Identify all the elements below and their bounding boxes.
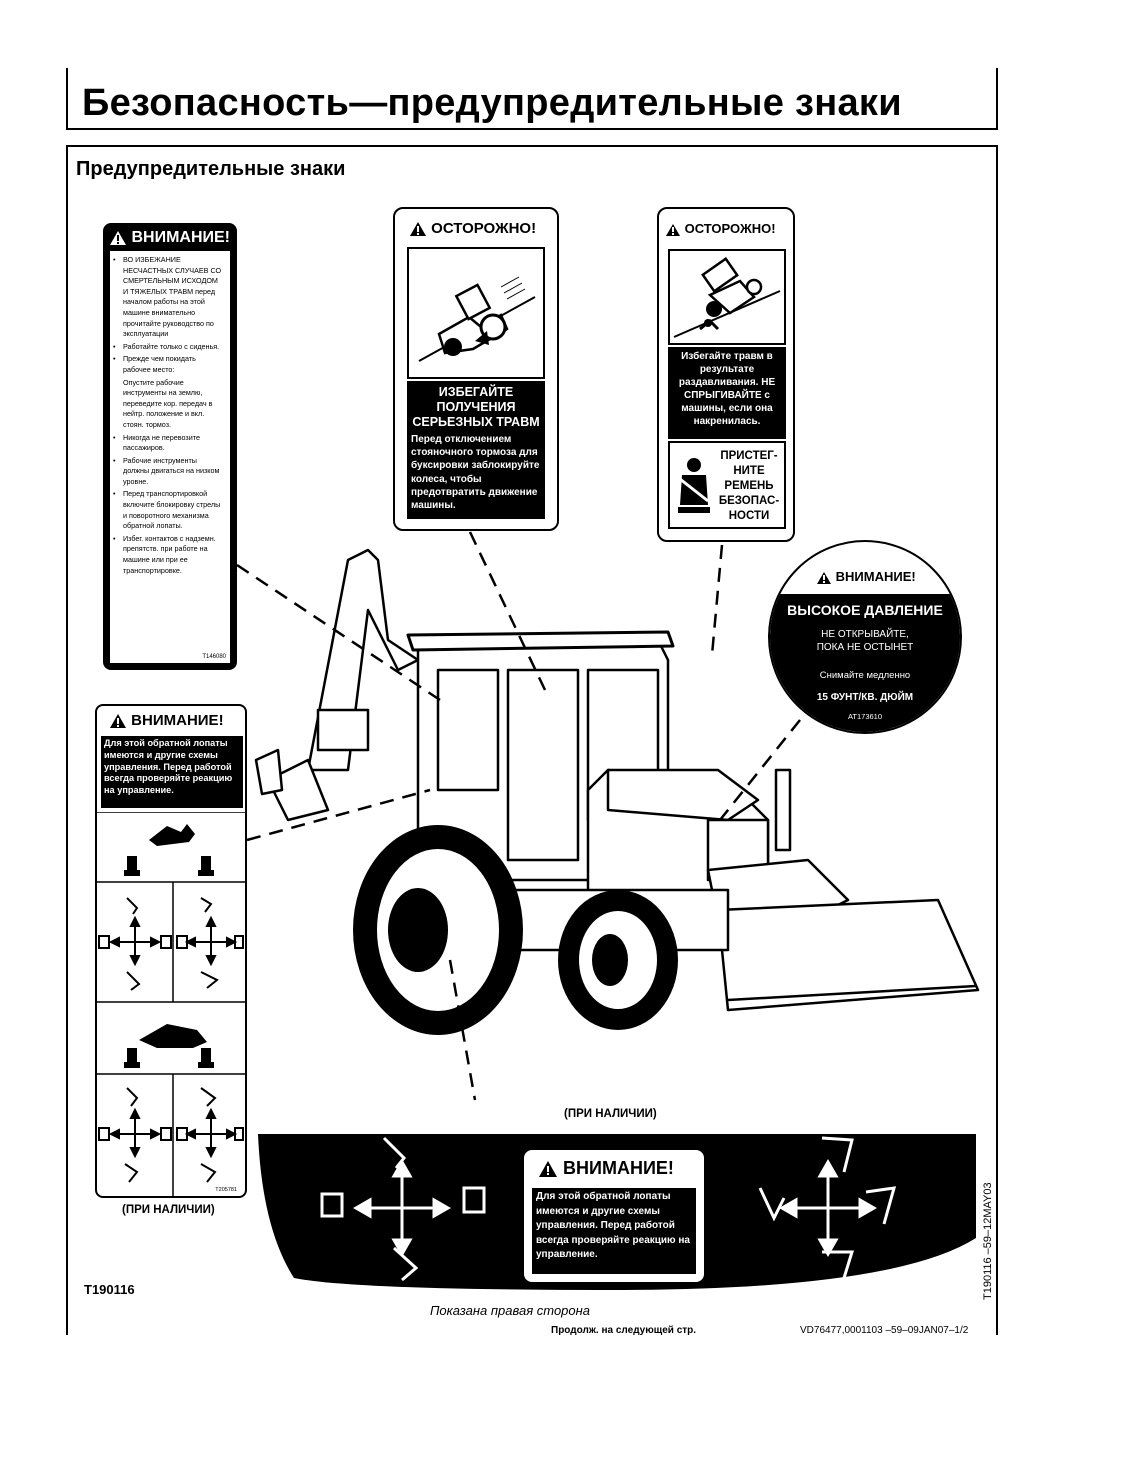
list-item: •Рабочие инструменты должны двигаться на… xyxy=(113,455,220,486)
warning-triangle-icon xyxy=(666,223,680,236)
rollover-message-panel: Избегайте травм в результате раздавливан… xyxy=(668,347,786,439)
decal-code: T146080 xyxy=(202,654,226,660)
joystick-pattern-icon xyxy=(98,897,244,991)
decal-left-tall-body: •ВО ИЗБЕЖАНИЕ НЕСЧАСТНЫХ СЛУЧАЕВ СО СМЕР… xyxy=(110,251,230,663)
controls-left-caption: (ПРИ НАЛИЧИИ) xyxy=(122,1204,215,1216)
warning-triangle-icon xyxy=(410,222,426,237)
seatbelt-text: ПРИСТЕГ-НИТЕ РЕМЕНЬ БЕЗОПАС-НОСТИ xyxy=(718,450,780,522)
decal-caution-rollover-header: ОСТОРОЖНО! xyxy=(684,221,776,236)
list-item: •Прежде чем покидать рабочее место: xyxy=(113,354,196,374)
decal-left-tall-header: ВНИМАНИЕ! xyxy=(131,229,230,246)
tow-message-panel: ИЗБЕГАЙТЕ ПОЛУЧЕНИЯ СЕРЬЕЗНЫХ ТРАВМ Пере… xyxy=(407,381,545,519)
decal-code: T205781 xyxy=(215,1187,237,1193)
rollover-pictogram-frame xyxy=(668,249,786,345)
backhoe-icon xyxy=(124,824,214,876)
footer-continued: Продолж. на следующей стр. xyxy=(551,1325,697,1336)
tractor-rollover-icon xyxy=(673,257,781,338)
figure-caption: Показана правая сторона xyxy=(430,1303,591,1318)
controls-bottom-caption: (ПРИ НАЛИЧИИ) xyxy=(564,1108,657,1120)
controls-pictogram-grid xyxy=(97,812,245,1196)
list-item: •ВО ИЗБЕЖАНИЕ НЕСЧАСТНЫХ СЛУЧАЕВ СО СМЕР… xyxy=(113,255,222,339)
warning-triangle-icon xyxy=(817,571,831,584)
figure-side-code: T190116 –59–12MAY03 xyxy=(982,1182,994,1300)
controls-left-message: Для этой обратной лопаты имеются и други… xyxy=(101,736,243,808)
decal-left-tall: ВНИМАНИЕ! •ВО ИЗБЕЖАНИЕ НЕСЧАСТНЫХ СЛУЧА… xyxy=(103,223,237,670)
pressure-title: ВЫСОКОЕ ДАВЛЕНИЕ xyxy=(787,602,943,618)
controls-bottom-center-panel: ВНИМАНИЕ! Для этой обратной лопаты имеют… xyxy=(524,1150,704,1282)
footer-ref: VD76477,0001103 –59–09JAN07–1/2 xyxy=(800,1325,969,1336)
list-item: Опустите рабочие инструменты на землю, п… xyxy=(123,377,213,429)
tow-pictogram-frame xyxy=(407,247,545,379)
decal-controls-bottom-header: ВНИМАНИЕ! xyxy=(563,1158,674,1178)
decal-pressure-header: ВНИМАНИЕ! xyxy=(835,569,916,584)
decal-code: AT173610 xyxy=(847,712,883,721)
list-item: •Перед транспортировкой включите блокиро… xyxy=(113,489,221,531)
backhoe-loader-illustration xyxy=(254,548,980,1035)
list-item: •Избег. контактов с надземн. препятств. … xyxy=(113,533,216,575)
decal-caution-tow: ОСТОРОЖНО! ИЗБЕГАЙТЕ ПОЛУЧЕНИЯ СЕРЬЕЗНЫХ… xyxy=(393,207,559,531)
decal-controls-left-header: ВНИМАНИЕ! xyxy=(131,712,224,729)
controls-bottom-message: Для этой обратной лопаты имеются и други… xyxy=(532,1188,696,1274)
seatbelt-icon xyxy=(678,458,710,513)
warning-triangle-icon xyxy=(539,1161,557,1178)
seatbelt-panel: ПРИСТЕГ-НИТЕ РЕМЕНЬ БЕЗОПАС-НОСТИ xyxy=(668,441,786,529)
warning-triangle-icon xyxy=(110,714,126,729)
figure-id: T190116 xyxy=(84,1282,135,1297)
joystick-pattern-icon xyxy=(98,1087,244,1183)
section-title: Предупредительные знаки xyxy=(76,158,346,180)
tractor-on-slope-icon xyxy=(418,276,536,362)
page-title-box: Безопасность—предупредительные знаки xyxy=(66,68,998,130)
warning-triangle-icon xyxy=(110,230,126,245)
list-item: •Никогда не перевозите пассажиров. xyxy=(113,432,200,453)
list-item: •Работайте только с сиденья. xyxy=(113,341,220,351)
tow-instructions: Перед отключением стояночного тормоза дл… xyxy=(411,434,540,512)
page-title: Безопасность—предупредительные знаки xyxy=(82,82,902,124)
excavator-icon xyxy=(124,1024,214,1068)
decal-caution-rollover: ОСТОРОЖНО! Избегайте травм в результате … xyxy=(657,207,795,542)
decal-caution-tow-header: ОСТОРОЖНО! xyxy=(431,220,537,237)
content-frame xyxy=(66,145,998,1335)
decal-pressure: ВНИМАНИЕ! ВЫСОКОЕ ДАВЛЕНИЕ НЕ ОТКРЫВАЙТЕ… xyxy=(768,540,962,734)
decal-controls-left: ВНИМАНИЕ! Для этой обратной лопаты имеют… xyxy=(95,704,247,1198)
